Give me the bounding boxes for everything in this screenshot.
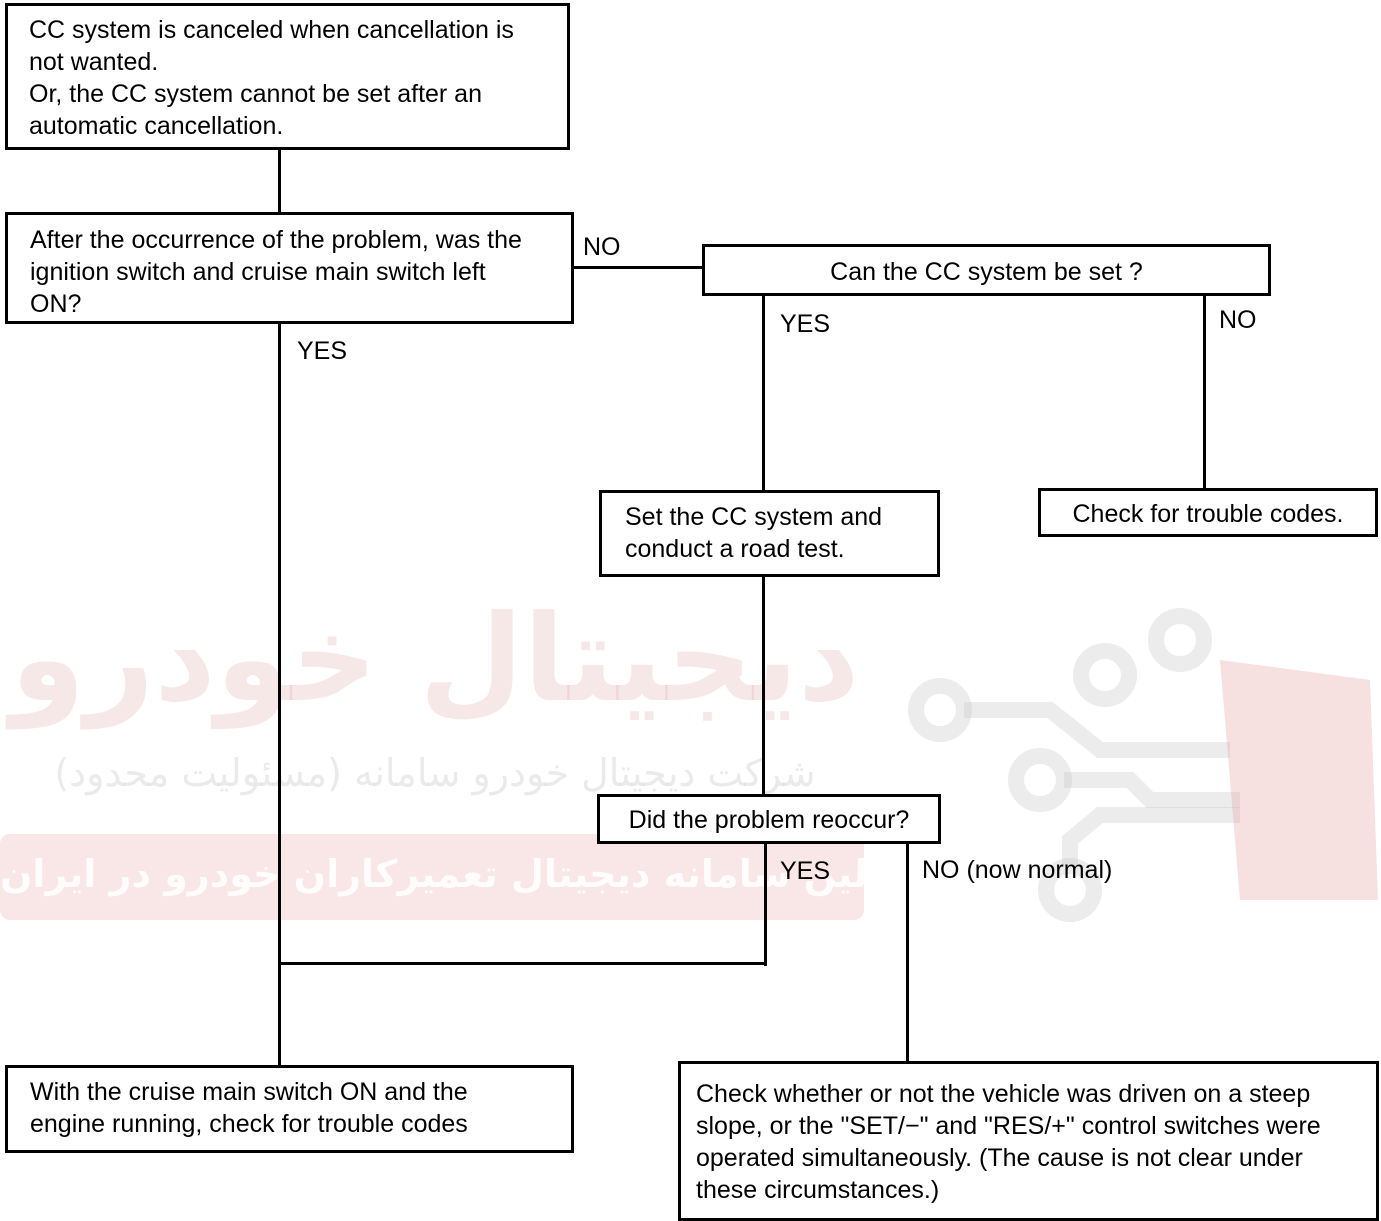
connector-start-to-q1 (278, 147, 281, 214)
set-test-line-1: Set the CC system and (625, 503, 883, 531)
check-slope-line-4: these circumstances.) (696, 1176, 940, 1204)
watermark-banner-text: اولین سامانه دیجیتال تعمیرکاران خودرو در… (0, 852, 905, 896)
check-trouble-codes-box: Check for trouble codes. (1038, 488, 1378, 537)
start-line-3: Or, the CC system cannot be set after an (29, 80, 482, 108)
connector-q2-yes (762, 293, 765, 493)
question-ignition-box: After the occurrence of the problem, was… (5, 212, 574, 324)
question-reoccur-box: Did the problem reoccur? (597, 794, 941, 844)
label-q3-no: NO (now normal) (922, 856, 1113, 884)
label-q2-no: NO (1219, 306, 1257, 334)
watermark-logo-text: دیجیتال خودرو (10, 590, 860, 729)
check-cruise-switch-box: With the cruise main switch ON and the e… (5, 1065, 574, 1153)
q1-line-2: ignition switch and cruise main switch l… (30, 258, 486, 286)
connector-q3-yes-return (278, 962, 767, 965)
q1-line-1: After the occurrence of the problem, was… (30, 226, 522, 254)
check-cruise-line-2: engine running, check for trouble codes (30, 1110, 468, 1138)
label-q1-no: NO (583, 233, 621, 261)
connector-q1-no (572, 266, 704, 269)
watermark-company-line: شرکت دیجیتال خودرو سامانه (مسئولیت محدود… (54, 751, 816, 795)
label-q3-yes: YES (780, 857, 831, 885)
connector-q3-no (906, 842, 909, 1064)
set-and-road-test-box: Set the CC system and conduct a road tes… (599, 490, 940, 577)
connector-q3-yes (764, 842, 767, 966)
connector-q1-yes (278, 321, 281, 1068)
set-test-line-2: conduct a road test. (625, 535, 845, 563)
start-line-4: automatic cancellation. (29, 112, 284, 140)
trouble-codes-text: Check for trouble codes. (1072, 500, 1344, 528)
connector-q2-no (1203, 293, 1206, 491)
check-slope-line-1: Check whether or not the vehicle was dri… (696, 1080, 1311, 1108)
question-cc-set-box: Can the CC system be set ? (702, 244, 1271, 296)
check-slope-line-3: operated simultaneously. (The cause is n… (696, 1144, 1303, 1172)
label-q2-yes: YES (780, 310, 831, 338)
check-cruise-line-1: With the cruise main switch ON and the (30, 1078, 468, 1106)
label-q1-yes: YES (297, 337, 348, 365)
q2-text: Can the CC system be set ? (830, 258, 1143, 286)
watermark-banner (0, 834, 864, 920)
watermark-car-circuit-icon (908, 608, 1378, 922)
q1-line-3: ON? (30, 290, 82, 318)
start-condition-box: CC system is canceled when cancellation … (5, 3, 570, 150)
q3-text: Did the problem reoccur? (628, 806, 910, 834)
start-line-1: CC system is canceled when cancellation … (29, 16, 514, 44)
check-slope-box: Check whether or not the vehicle was dri… (678, 1061, 1379, 1221)
start-line-2: not wanted. (29, 48, 159, 76)
check-slope-line-2: slope, or the "SET/−" and "RES/+" contro… (696, 1112, 1321, 1140)
connector-settest-to-q3 (762, 575, 765, 796)
